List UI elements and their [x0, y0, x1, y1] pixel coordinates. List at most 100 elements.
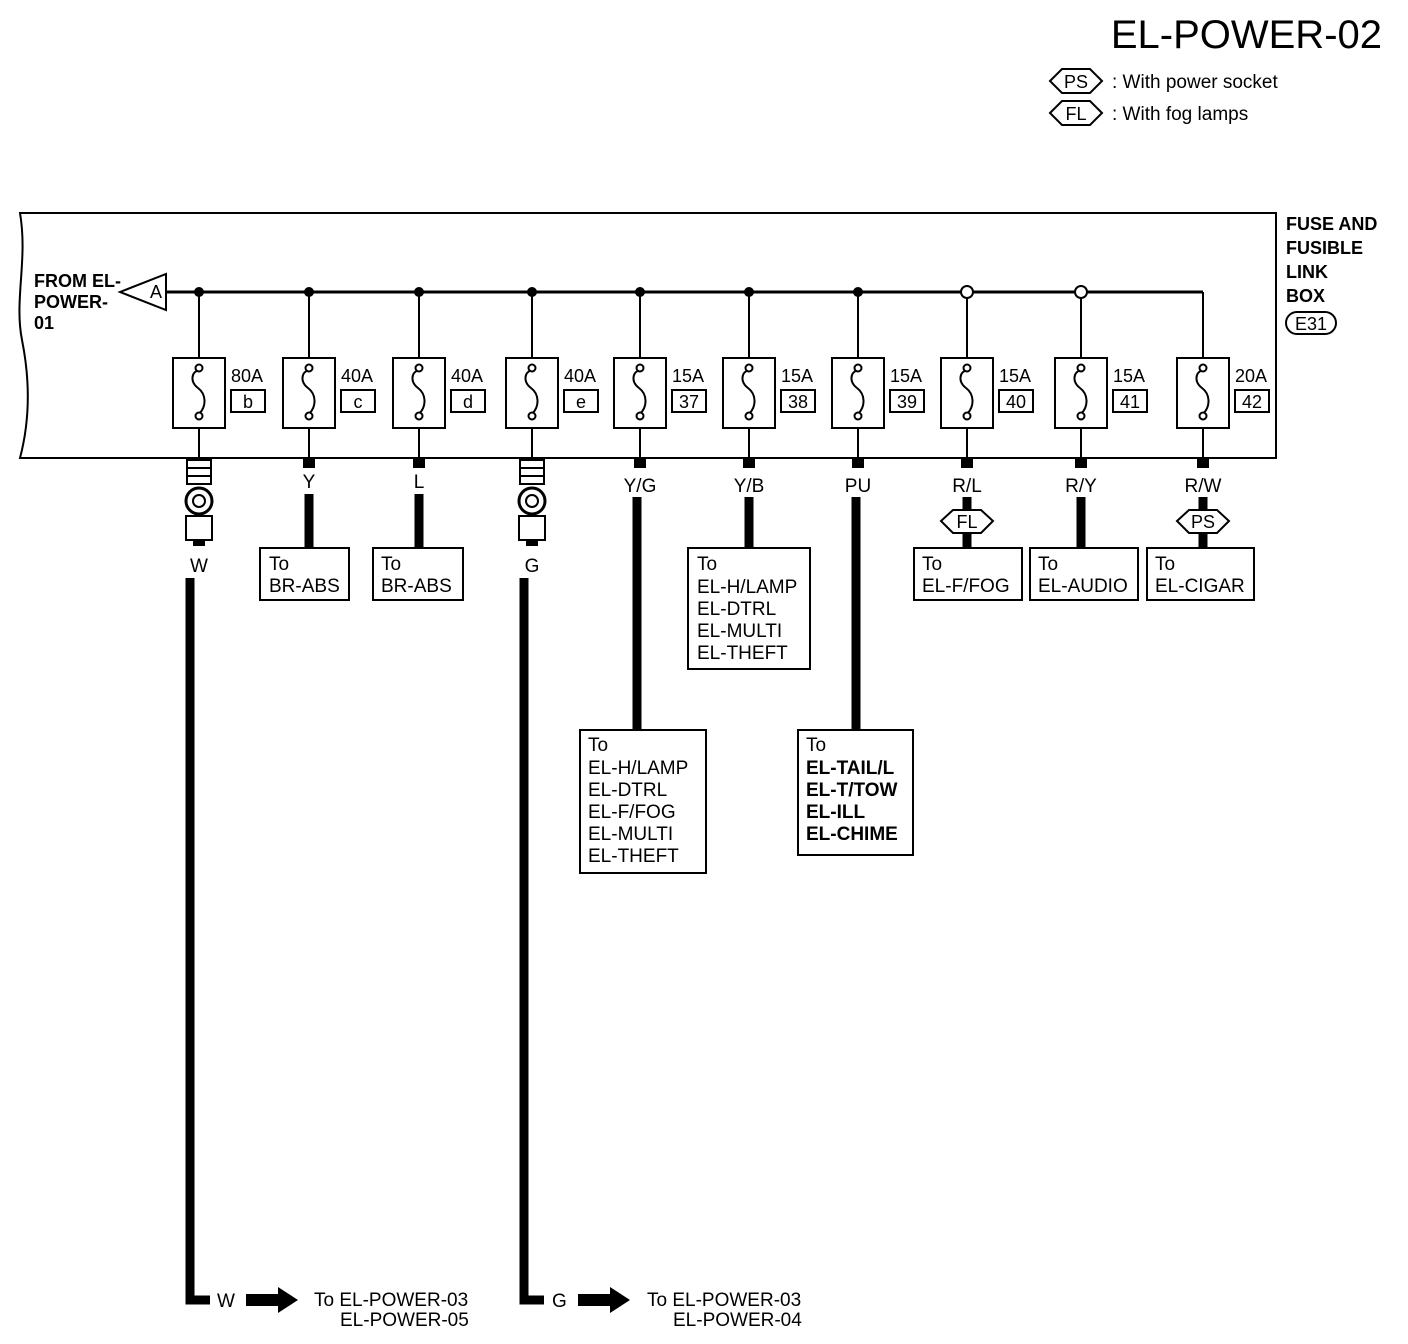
wire-label-y: Y [303, 472, 316, 493]
dest-to: To [1155, 554, 1175, 575]
output-line: To EL-POWER-03 [647, 1290, 801, 1311]
fuse-id: 42 [1242, 392, 1262, 412]
fuse-39: 15A 39 [831, 357, 925, 429]
wire-label-yg: Y/G [624, 476, 657, 497]
fuse-41: 15A 41 [1054, 357, 1148, 429]
dest-line: EL-CIGAR [1155, 576, 1245, 597]
connector-e31-label: E31 [1295, 314, 1327, 334]
fuse-terminal [635, 411, 645, 421]
fuse-rating: 80A [231, 366, 263, 386]
fuse-terminal [1198, 411, 1208, 421]
source-line-1: FROM EL- [34, 271, 121, 291]
dest-l-box: To BR-ABS [372, 547, 464, 601]
dest-line: EL-F/FOG [922, 576, 1010, 597]
dest-box [913, 547, 1023, 601]
connector-block [186, 459, 212, 485]
fuse-terminal [853, 411, 863, 421]
dest-line: EL-DTRL [588, 780, 667, 801]
wire-w [185, 578, 210, 1305]
wire-label-ry: R/Y [1065, 476, 1097, 497]
dest-to: To [381, 554, 401, 575]
fuse-id-box [889, 389, 925, 413]
dest-box [687, 547, 811, 670]
fuse-id: 39 [897, 392, 917, 412]
fuse-terminal [304, 363, 314, 373]
arrow-shaft [246, 1294, 280, 1306]
ring-terminal-hole [192, 494, 206, 508]
dest-box [372, 547, 464, 601]
wire-label-pu: PU [845, 476, 871, 497]
fuse-element-icon [741, 369, 756, 415]
wire-label-g: G [525, 556, 540, 577]
legend-ps: PS : With power socket [1048, 68, 1278, 94]
dest-box [259, 547, 350, 601]
page-title: EL-POWER-02 [1111, 13, 1382, 57]
fuse-terminal [1076, 363, 1086, 373]
dest-line: EL-TAIL/L [806, 758, 895, 779]
terminal [1197, 458, 1209, 468]
wire-label-yb: Y/B [734, 476, 765, 497]
dest-box [1146, 547, 1255, 601]
connector-g-stack [517, 459, 547, 546]
fuse-id: e [576, 392, 586, 412]
dest-to: To [588, 735, 608, 756]
fuse-id: c [354, 392, 363, 412]
fuse-terminal [962, 411, 972, 421]
output-wire-label: W [217, 1291, 235, 1312]
dest-line: EL-DTRL [697, 599, 776, 620]
dest-line: EL-H/LAMP [588, 758, 688, 779]
output-line: To EL-POWER-03 [314, 1290, 468, 1311]
fuse-terminal [194, 411, 204, 421]
output-line: EL-POWER-04 [673, 1310, 802, 1331]
dest-line: BR-ABS [381, 576, 452, 597]
ps-tag-icon [1175, 509, 1231, 534]
junction-open [1074, 285, 1088, 299]
fuse-element-icon [959, 369, 974, 415]
fuse-terminal [744, 363, 754, 373]
connector-a-letter: A [150, 282, 162, 302]
fuse-leads [198, 428, 1204, 462]
fuse-e: 40A e [505, 357, 599, 429]
fl-tag-icon [1048, 100, 1104, 126]
dest-line: BR-ABS [269, 576, 340, 597]
wires [185, 494, 1208, 1305]
fuse-rating: 15A [890, 366, 922, 386]
fuse-box-outline [18, 212, 1277, 459]
legend-fl-code: FL [1065, 104, 1086, 124]
output-line: EL-POWER-05 [340, 1310, 469, 1331]
dest-line: EL-F/FOG [588, 802, 676, 823]
dest-line: EL-AUDIO [1038, 576, 1128, 597]
fuse-37: 15A 37 [613, 357, 707, 429]
fuse-id-box [230, 389, 266, 413]
connector-block [519, 459, 545, 485]
dest-to: To [269, 554, 289, 575]
fuse-rating: 15A [781, 366, 813, 386]
dest-yb-box: To EL-H/LAMP EL-DTRL EL-MULTI EL-THEFT [687, 547, 811, 670]
option-tag-fl-label: FL [956, 512, 977, 532]
source-label: FROM EL- POWER- 01 A [34, 271, 167, 333]
fuse-38: 15A 38 [722, 357, 816, 429]
fuse-element-icon [1195, 369, 1210, 415]
box-label-line-4: BOX [1286, 286, 1325, 306]
legend-ps-code: PS [1064, 72, 1088, 92]
option-tag-fl: FL [939, 509, 995, 534]
dest-line: EL-H/LAMP [697, 577, 797, 598]
fuse-id-box [340, 389, 376, 413]
arrow-shaft [578, 1294, 612, 1306]
dest-to: To [1038, 554, 1058, 575]
connector-w-stack [184, 459, 214, 546]
wire-g [519, 578, 544, 1305]
ps-tag-icon [1048, 68, 1104, 94]
source-line-3: 01 [34, 313, 54, 333]
dest-line: EL-T/TOW [806, 780, 898, 801]
fuse-id: 37 [679, 392, 699, 412]
legend-fl-text: : With fog lamps [1112, 104, 1248, 125]
dest-rw-box: To EL-CIGAR [1146, 547, 1255, 601]
dest-box [579, 729, 707, 874]
dest-to: To [697, 554, 717, 575]
fuse-d: 40A d [392, 357, 486, 429]
fuse-id-box [450, 389, 486, 413]
fuse-rating: 40A [341, 366, 373, 386]
legend: PS : With power socket FL : With fog lam… [1048, 68, 1278, 126]
fuse-40: 15A 40 [940, 357, 1034, 429]
